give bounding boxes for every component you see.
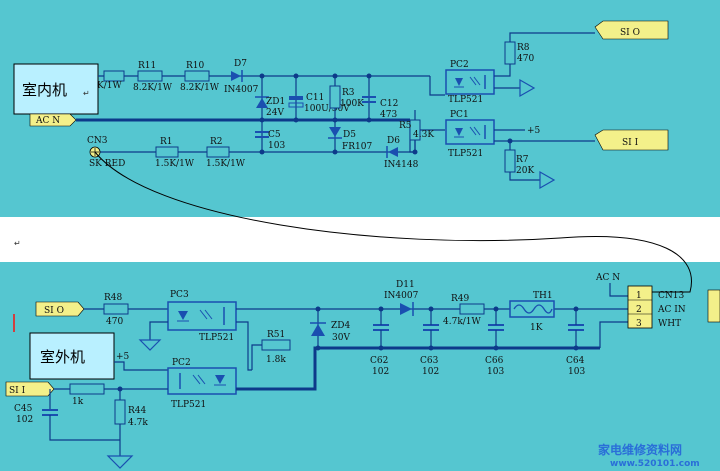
cn13-label: CN13 bbox=[658, 291, 684, 301]
r1-value: 1.5K/1W bbox=[155, 159, 195, 169]
r-first-value: K/1W bbox=[97, 81, 122, 91]
r5-value: 4.3K bbox=[413, 130, 434, 140]
c62-value: 102 bbox=[372, 367, 389, 377]
outdoor-plus5: +5 bbox=[116, 352, 130, 362]
indoor-unit-box bbox=[13, 63, 99, 115]
indoor-sio-label: SI O bbox=[620, 28, 640, 38]
indoor-panel: 室内机 ↵ AC N K/1W R11 8.2K/1W R10 8.2K/1W … bbox=[0, 0, 720, 217]
r51-value: 1.8k bbox=[266, 355, 286, 365]
cn13-pin3: 3 bbox=[636, 319, 642, 329]
r10-label: R10 bbox=[186, 61, 205, 71]
indoor-sii-label: SI I bbox=[622, 138, 639, 148]
th1-label: TH1 bbox=[533, 291, 553, 301]
pc1-label: PC1 bbox=[450, 110, 469, 120]
c63-label: C63 bbox=[420, 356, 439, 366]
paragraph-mark: ↵ bbox=[83, 89, 90, 98]
d5-value: FR107 bbox=[342, 142, 372, 152]
outdoor-unit-label: 室外机 bbox=[40, 348, 85, 366]
cn13-pin1: 1 bbox=[636, 291, 642, 301]
c12-label: C12 bbox=[380, 99, 398, 109]
d6-label: D6 bbox=[387, 136, 400, 146]
d11-value: IN4007 bbox=[384, 291, 419, 301]
r44-value: 4.7k bbox=[128, 418, 148, 428]
indoor-acn-label: AC N bbox=[35, 116, 60, 126]
c11-label: C11 bbox=[306, 93, 324, 103]
zd1-label: ZD1 bbox=[266, 97, 285, 107]
r2-label: R2 bbox=[210, 137, 223, 147]
r1-label: R1 bbox=[160, 137, 173, 147]
pc2-indoor-label: PC2 bbox=[450, 60, 469, 70]
r-outdoor-first-value: 1k bbox=[72, 397, 84, 407]
r7-label: R7 bbox=[516, 155, 529, 165]
pc1-value: TLP521 bbox=[448, 149, 483, 159]
indoor-unit-label: 室内机 bbox=[22, 81, 67, 99]
c64-label: C64 bbox=[566, 356, 585, 366]
pc2-outdoor-value: TLP521 bbox=[171, 400, 206, 410]
watermark: 家电维修资料网 www.520101.com bbox=[598, 442, 700, 469]
r11-label: R11 bbox=[138, 61, 156, 71]
c45-label: C45 bbox=[14, 404, 33, 414]
zd1-value: 24V bbox=[266, 108, 284, 118]
signal-wire bbox=[94, 151, 692, 293]
r2-value: 1.5K/1W bbox=[206, 159, 246, 169]
d7-label: D7 bbox=[234, 59, 247, 69]
d5-label: D5 bbox=[343, 130, 356, 140]
c45-value: 102 bbox=[16, 415, 33, 425]
c5-value: 103 bbox=[268, 141, 285, 151]
r8-value: 470 bbox=[517, 54, 534, 64]
c5-label: C5 bbox=[268, 130, 281, 140]
outdoor-acn-label: AC N bbox=[595, 273, 620, 283]
c63-value: 102 bbox=[422, 367, 439, 377]
cn3-label: CN3 bbox=[87, 136, 108, 146]
indoor-plus5: +5 bbox=[527, 126, 541, 136]
d11-label: D11 bbox=[396, 280, 415, 290]
outdoor-unit-box bbox=[29, 332, 115, 380]
c11-value: 100U/50V bbox=[304, 104, 350, 114]
r49-value: 4.7k/1W bbox=[443, 317, 482, 327]
r48-label: R48 bbox=[104, 293, 123, 303]
r11-value: 8.2K/1W bbox=[133, 83, 173, 93]
r44-label: R44 bbox=[128, 406, 147, 416]
r5-label: R5 bbox=[399, 121, 412, 131]
r3-value: 100K bbox=[340, 99, 364, 109]
pc2-outdoor-label: PC2 bbox=[172, 358, 191, 368]
r49-label: R49 bbox=[451, 294, 470, 304]
ac-in-label: AC IN bbox=[657, 305, 686, 315]
d6-value: IN4148 bbox=[384, 160, 419, 170]
pc3-label: PC3 bbox=[170, 290, 189, 300]
zd4-value: 30V bbox=[332, 333, 350, 343]
th1-value: 1K bbox=[530, 323, 543, 333]
gap-paragraph-mark: ↵ bbox=[14, 239, 21, 248]
r10-value: 8.2K/1W bbox=[180, 83, 220, 93]
c62-label: C62 bbox=[370, 356, 388, 366]
pc3-value: TLP521 bbox=[199, 333, 234, 343]
r8-label: R8 bbox=[517, 43, 530, 53]
outdoor-panel: SI O R48 470 PC3 TLP521 室外机 +5 PC2 TLP52… bbox=[0, 262, 720, 471]
watermark-line2: www.520101.com bbox=[610, 459, 700, 469]
d7-value: IN4007 bbox=[224, 85, 259, 95]
wht-label: WHT bbox=[658, 319, 681, 329]
c12-value: 473 bbox=[380, 110, 397, 120]
r7-value: 20K bbox=[516, 166, 534, 176]
r48-value: 470 bbox=[106, 317, 123, 327]
cn13-pin2: 2 bbox=[636, 305, 642, 315]
c64-value: 103 bbox=[568, 367, 585, 377]
c66-value: 103 bbox=[487, 367, 504, 377]
r3-label: R3 bbox=[342, 88, 355, 98]
pc2-indoor-value: TLP521 bbox=[448, 95, 483, 105]
zd4-label: ZD4 bbox=[331, 321, 350, 331]
c66-label: C66 bbox=[485, 356, 504, 366]
r51-label: R51 bbox=[267, 330, 285, 340]
watermark-line1: 家电维修资料网 bbox=[598, 442, 682, 457]
outdoor-sii-label: SI I bbox=[9, 386, 26, 396]
outdoor-sio-label: SI O bbox=[44, 306, 64, 316]
